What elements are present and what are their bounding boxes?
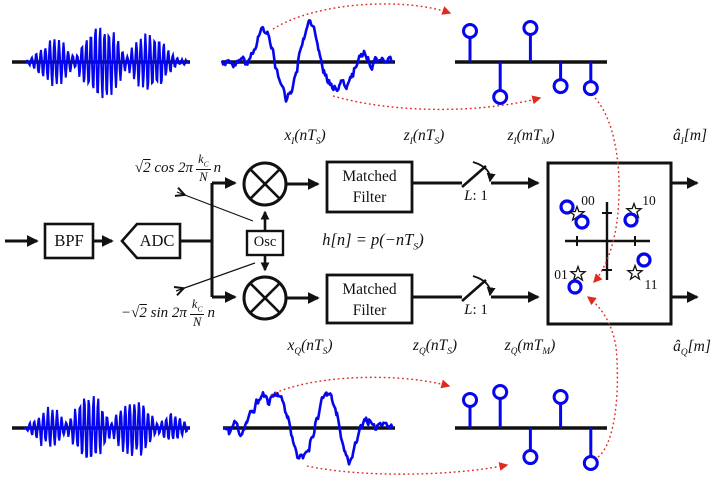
map-xi-to-sample — [332, 95, 542, 111]
osc-block — [245, 229, 285, 257]
constellation-sample-circle — [567, 279, 583, 295]
mixer-i — [242, 161, 288, 207]
constellation-ideal-star — [569, 264, 587, 282]
constellation-sample-circle — [574, 214, 590, 230]
signal-label-zq: zQ(nTS) — [412, 337, 458, 358]
mixer-q — [242, 275, 288, 321]
osc-label: Osc — [253, 234, 277, 250]
constellation-sample-circle — [636, 252, 652, 268]
decimator-switch — [412, 275, 540, 303]
signal-label-zi: zI(nTS) — [403, 127, 445, 148]
constellation-label-00: 00 — [581, 193, 595, 208]
constellation-label-10: 10 — [642, 193, 656, 208]
signal-label-xi: xI(nTS) — [284, 127, 326, 148]
constellation-sample-circle — [623, 212, 639, 228]
baseband-xq — [222, 390, 394, 466]
signal-label-zqm: zQ(mTM) — [504, 337, 556, 358]
bpf-label: BPF — [54, 231, 84, 250]
constellation-label-11: 11 — [644, 277, 658, 292]
signal-label-ai: âI[m] — [672, 127, 708, 148]
constellation-sample-circle — [559, 199, 575, 215]
matched-filter-top-block — [325, 160, 414, 214]
map-xq-to-sample — [306, 462, 509, 475]
decimator-bottom-label: L: 1 — [464, 302, 488, 318]
constellation-ideal-star — [626, 263, 644, 281]
signal-label-zim: zI(mTM) — [507, 127, 555, 148]
impulse-response-label: h[n] = p(−nTS) — [322, 230, 424, 253]
rf-burst-bottom — [23, 396, 190, 459]
constellation-label-01: 01 — [554, 267, 568, 282]
decimator-switch — [412, 161, 540, 189]
adc-label: ADC — [139, 231, 175, 250]
rf-burst-top — [25, 27, 190, 99]
signal-label-xq: xQ(nTS) — [287, 337, 333, 358]
decision-block — [546, 161, 673, 326]
baseband-xi — [220, 19, 394, 103]
map-zi-to-constellation — [593, 97, 620, 284]
map-xi-to-stems — [272, 3, 452, 30]
map-xq-to-stems — [270, 376, 451, 396]
decimator-top-label: L: 1 — [464, 188, 488, 204]
osc-cos-pointer — [177, 192, 254, 222]
matched-filter-bottom-block — [325, 273, 414, 325]
stem-plot-zq — [462, 384, 599, 471]
osc-sin-pointer — [176, 262, 256, 291]
stem-plot-zi — [462, 20, 599, 105]
signal-label-aq: âQ[m] — [673, 338, 711, 359]
